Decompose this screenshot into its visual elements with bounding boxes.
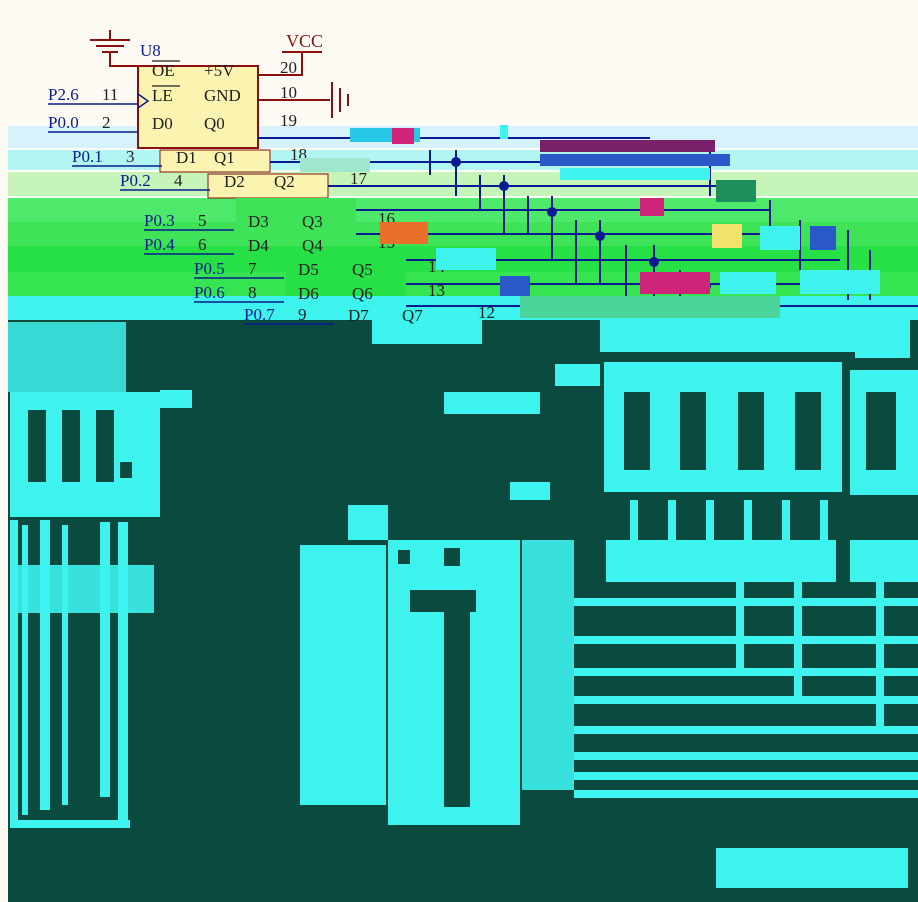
board-traces [574, 580, 918, 798]
pin-number: 7 [248, 259, 257, 278]
ground-symbol-right [258, 82, 349, 118]
clock-triangle-icon [137, 93, 150, 109]
pin-number: 6 [198, 235, 207, 254]
pin-name: Q7 [402, 306, 423, 325]
pin-name: LE [152, 86, 173, 105]
pin-number: 2 [102, 113, 111, 132]
pin-name: Q4 [302, 236, 323, 255]
pin-name: D4 [248, 236, 269, 255]
pin-number: 12 [478, 303, 495, 322]
ic-right-pins: +5V20GND10Q019Q118Q217Q316Q415Q514Q613Q7… [204, 58, 495, 325]
glitch-noise [300, 125, 880, 318]
pin-number: 4 [174, 171, 183, 190]
net-label: P0.3 [144, 211, 175, 230]
net-label: P0.2 [120, 171, 151, 190]
vcc-symbol [258, 51, 322, 76]
junction-dots [451, 157, 711, 291]
pin-name: Q2 [274, 172, 295, 191]
pin-name: D1 [176, 148, 197, 167]
pin-name: Q5 [352, 260, 373, 279]
pin-name: D0 [152, 114, 173, 133]
pin-name: Q3 [302, 212, 323, 231]
net-label: P0.7 [244, 305, 275, 324]
pin-name: GND [204, 86, 241, 105]
pin-name: Q1 [214, 148, 235, 167]
pin-number: 20 [280, 58, 297, 77]
ic-reference: U8 [140, 41, 161, 60]
net-label: P0.6 [194, 283, 225, 302]
pin-number: 5 [198, 211, 207, 230]
pin-name: OE [152, 61, 175, 80]
pin-name: D5 [298, 260, 319, 279]
net-label: P0.5 [194, 259, 225, 278]
pin-number: 10 [280, 83, 297, 102]
pin-number: 11 [102, 85, 118, 104]
net-label: P0.0 [48, 113, 79, 132]
pin-name: Q0 [204, 114, 225, 133]
pin-name: +5V [204, 61, 235, 80]
pin-number: 9 [298, 305, 307, 324]
pin-number: 13 [428, 281, 445, 300]
pin-name: D2 [224, 172, 245, 191]
pin-number: 19 [280, 111, 297, 130]
vcc-label: VCC [286, 31, 323, 51]
net-label: P2.6 [48, 85, 79, 104]
chip-glitch-slices [159, 149, 406, 296]
pin-name: D6 [298, 284, 319, 303]
pin-name: Q6 [352, 284, 373, 303]
net-label: P0.1 [72, 147, 103, 166]
pin-name: D7 [348, 306, 369, 325]
ic-u8-body [137, 65, 259, 149]
pin-number: 8 [248, 283, 257, 302]
ground-symbol-top [90, 30, 138, 67]
net-label: P0.4 [144, 235, 175, 254]
board-components [8, 320, 918, 888]
pin-number: 3 [126, 147, 135, 166]
pin-name: D3 [248, 212, 269, 231]
pin-number: 17 [350, 169, 368, 188]
